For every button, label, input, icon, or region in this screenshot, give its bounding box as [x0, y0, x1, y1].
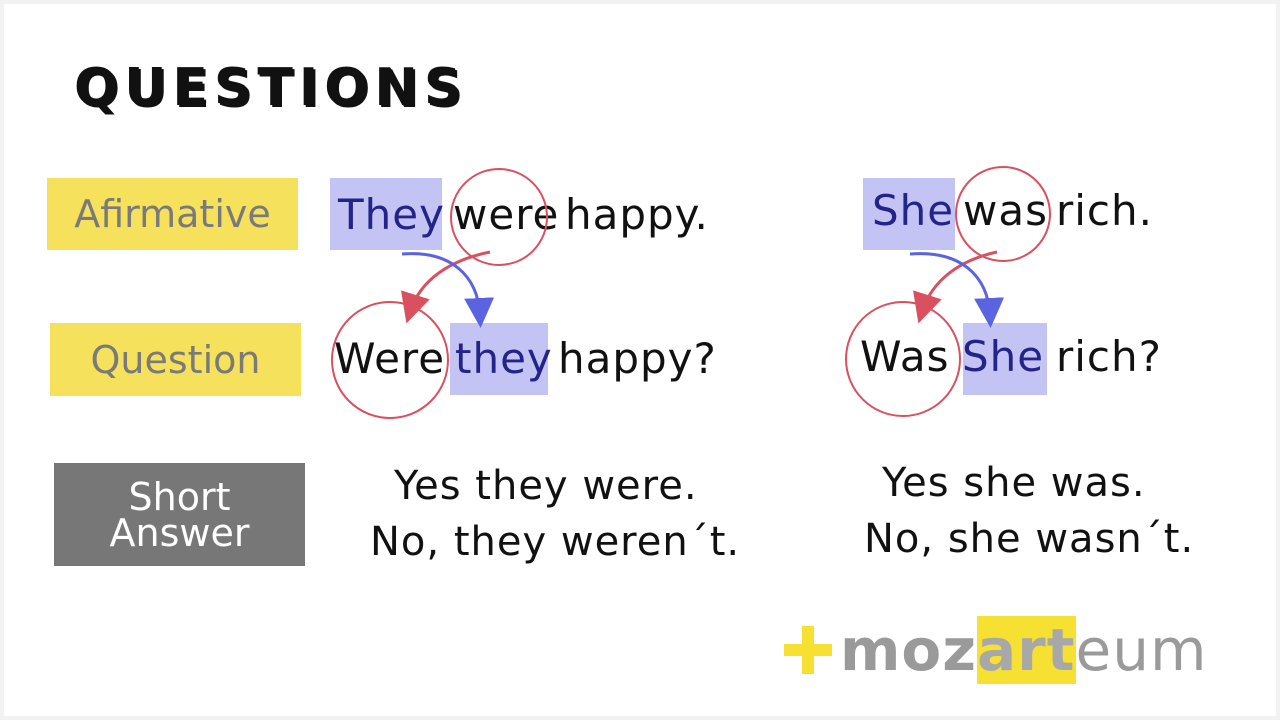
label-affirmative: Afirmative — [47, 178, 298, 250]
label-short-answer: Short Answer — [54, 463, 305, 566]
ex2-answer-yes: Yes she was. — [882, 460, 1146, 506]
ex2-affirmative-subject: She — [872, 186, 955, 235]
ex1-answer-yes: Yes they were. — [394, 463, 698, 509]
subject-move-arrow — [909, 252, 1005, 328]
ex1-question-subject: they — [455, 334, 553, 383]
verb-circle — [955, 166, 1051, 262]
subject-highlight — [863, 178, 955, 250]
ex1-affirmative-rest: happy. — [565, 190, 709, 239]
subject-highlight — [450, 323, 548, 395]
label-question-text: Question — [90, 337, 261, 382]
plus-icon — [784, 626, 832, 674]
logo-part1: moz — [840, 616, 978, 684]
label-affirmative-text: Afirmative — [74, 192, 271, 236]
logo-part3: eum — [1075, 616, 1208, 684]
logo-text: mozarteum — [840, 616, 1208, 684]
label-question: Question — [50, 323, 301, 396]
subject-highlight — [963, 323, 1047, 395]
subject-move-arrow — [401, 252, 495, 328]
ex2-question-subject: She — [962, 332, 1045, 381]
verb-move-arrow — [913, 250, 998, 324]
subject-highlight — [330, 178, 442, 250]
ex2-question-rest: rich? — [1056, 332, 1162, 381]
ex1-question-rest: happy? — [558, 334, 717, 383]
verb-move-arrow — [401, 250, 491, 324]
label-short-answer-line2: Answer — [109, 510, 250, 555]
logo-part2: art — [977, 616, 1076, 684]
ex1-affirmative-subject: They — [338, 190, 445, 239]
ex2-answer-no: No, she wasn´t. — [864, 516, 1195, 562]
verb-circle — [331, 301, 449, 419]
ex1-answer-no: No, they weren´t. — [370, 519, 741, 565]
page-title: QUESTIONS — [74, 58, 468, 118]
label-short-answer-line1: Short — [128, 474, 231, 519]
verb-circle — [845, 301, 961, 417]
verb-circle — [450, 168, 548, 266]
ex2-affirmative-rest: rich. — [1056, 186, 1153, 235]
mozarteum-logo: mozarteum — [784, 616, 1208, 684]
